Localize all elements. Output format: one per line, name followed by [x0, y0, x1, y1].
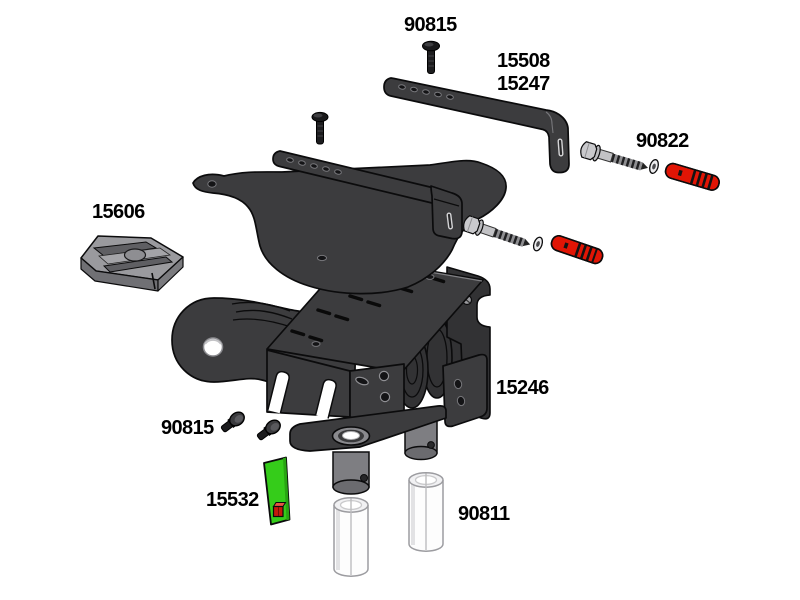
bushing: [331, 426, 371, 446]
part-spacer-left: [333, 497, 369, 577]
part-label-spacers: 90811: [458, 503, 510, 525]
part-label-button-screws: 90815: [161, 417, 214, 439]
part-label-card: 15532: [206, 489, 259, 511]
part-seat-plate: [192, 150, 507, 295]
anchor-1: [664, 162, 720, 191]
part-main-assembly: [171, 256, 491, 495]
plate-hole-ear: [207, 180, 217, 188]
part-mount-strap: [383, 77, 570, 174]
part-label-screw-top: 90815: [404, 14, 457, 36]
part-label-assembly: 15246: [496, 377, 549, 399]
part-flat-screw-mid: [311, 111, 329, 145]
part-lag-screw-2: [463, 215, 604, 265]
part-label-strap-15247: 15247: [497, 73, 550, 95]
washer-2: [532, 236, 544, 252]
part-label-strap-15508: 15508: [497, 50, 550, 72]
part-lag-screw-1: [580, 141, 720, 191]
plate-box-bracket: [430, 185, 463, 240]
right-bracket-bar: [442, 353, 488, 428]
anchor-2: [550, 235, 604, 265]
part-label-slide-clip: 15606: [92, 201, 145, 223]
pivot-hole: [202, 337, 224, 357]
part-button-screw-1: [220, 411, 245, 433]
front-face-left: [266, 349, 351, 419]
base-plate: [289, 405, 447, 452]
plate-hole-center: [317, 254, 327, 262]
part-label-lag-screw: 90822: [636, 130, 689, 152]
part-spacer-right: [408, 472, 444, 552]
left-post: [332, 451, 370, 495]
card-component: [272, 502, 287, 518]
washer-1: [649, 159, 659, 174]
part-slide-clip: [80, 235, 184, 292]
part-button-screw-2: [256, 419, 281, 441]
part-indicator-card: [263, 456, 291, 526]
part-flat-screw-top: [422, 40, 440, 74]
